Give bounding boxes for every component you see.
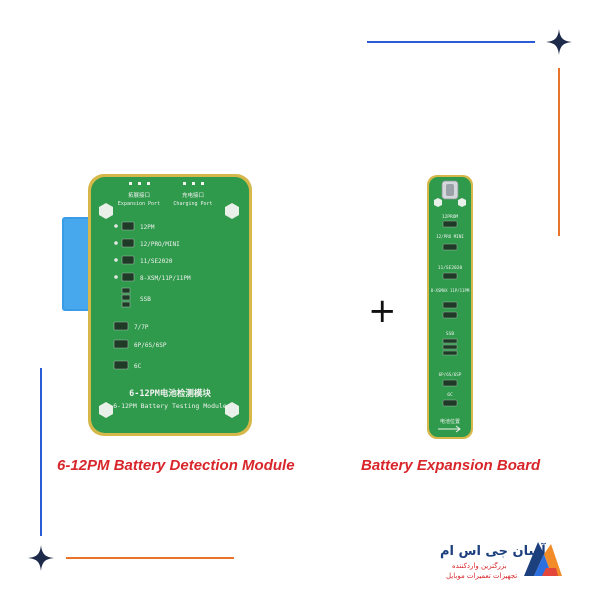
plus-sign: + [368, 291, 397, 331]
slot-label: 12PM [140, 224, 155, 231]
charging-port-cn: 充电接口 [182, 191, 204, 199]
mount-hole-icon [434, 198, 442, 207]
slot-label: 7/7P [134, 324, 149, 331]
bottom-orange-line [66, 557, 234, 559]
top-blue-line [367, 41, 535, 43]
slot-label: 6C [134, 363, 142, 370]
module-title-cn: 6-12PM电池检测模块 [129, 388, 211, 399]
slot-label: 12/PRO/MINI [140, 241, 180, 248]
brand-name: آسان جی اس ام [440, 544, 546, 559]
brand-tagline: بزرگترین واردکننده [452, 562, 507, 570]
mount-hole-icon [99, 402, 113, 418]
expansion-board-caption: Battery Expansion Board [361, 457, 541, 474]
board-label: 6P/6S/6SP [439, 372, 462, 377]
board-label: 12/PRO MINI [436, 234, 464, 239]
battery-expansion-board: 12PROM 12/PRO MINI 11/SE2020 8-XSMAX 11P… [427, 175, 473, 439]
module-title-en: 6-12PM Battery Testing Module [113, 402, 227, 410]
mount-hole-icon [458, 198, 466, 207]
slot-label: SSB [140, 296, 151, 303]
battery-position-label: 电池位置 [440, 418, 460, 425]
slot-label: 8-XSM/11P/11PM [140, 275, 191, 282]
right-orange-line [558, 68, 560, 236]
mount-hole-icon [225, 203, 239, 219]
board-label: SSB [446, 331, 454, 337]
sparkle-star-icon [546, 29, 572, 55]
board-label: 8-XSMAX 11P/11PM [431, 288, 470, 293]
mount-hole-icon [99, 203, 113, 219]
slot-label: 11/SE2020 [140, 258, 173, 265]
battery-detection-module: 拓展接口 Expansion Port 充电接口 Charging Port 1… [62, 174, 252, 436]
expansion-port-cn: 拓展接口 [128, 191, 150, 199]
board-label: 6C [447, 392, 453, 398]
mount-hole-icon [225, 402, 239, 418]
brand-tagline: تجهیزات تعمیرات موبایل [446, 572, 518, 580]
left-blue-line [40, 368, 42, 536]
slot-label: 6P/6S/6SP [134, 342, 167, 349]
charging-port-label: Charging Port [173, 201, 212, 207]
board-label: 11/SE2020 [438, 265, 463, 271]
sparkle-star-icon [28, 545, 54, 571]
expansion-port-label: Expansion Port [118, 201, 160, 207]
brand-logo-icon [524, 542, 562, 576]
board-label: 12PROM [442, 214, 459, 220]
arrow-right-icon [438, 425, 461, 433]
detection-module-caption: 6-12PM Battery Detection Module [57, 457, 295, 474]
